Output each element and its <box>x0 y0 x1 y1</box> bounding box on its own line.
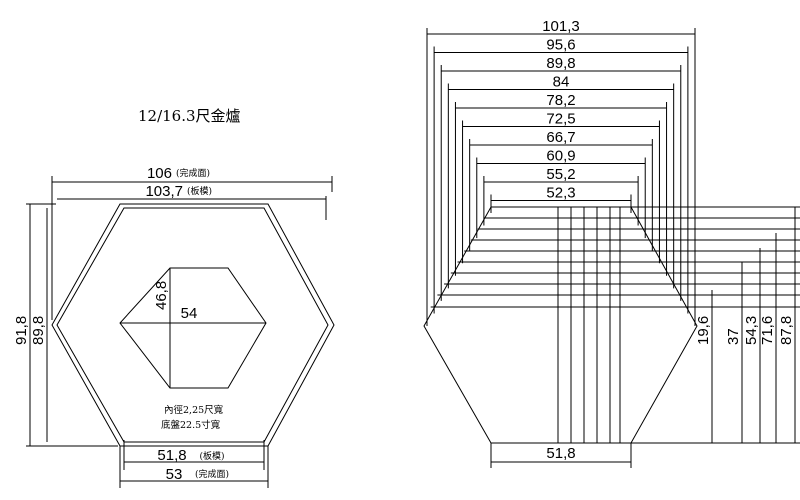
top-dim-value: 89,8 <box>546 55 575 72</box>
bottom-dim-53-note: (完成面) <box>195 468 229 480</box>
note-inner-diameter: 內徑2,25尺寬 <box>164 404 224 416</box>
side-dim-898: 89,8 <box>30 316 47 345</box>
top-dim-value: 72,5 <box>546 111 575 128</box>
top-dim-value: 52,3 <box>546 185 575 202</box>
top-dim-1037: 103,7 <box>145 183 183 200</box>
top-dim-106-note: (完成面) <box>176 167 210 179</box>
note-base-width: 底盤22.5寸寬 <box>161 419 221 431</box>
inner-height-label: 46,8 <box>153 281 170 310</box>
left-top-view: 46,8 54 內徑2,25尺寬 底盤22.5寸寬 106 (完成面) 103,… <box>13 165 335 488</box>
top-dim-value: 66,7 <box>546 129 575 146</box>
right-hexagon <box>423 206 698 444</box>
side-dim-value: 71,6 <box>759 316 776 345</box>
inner-opening-hexagon <box>119 267 267 389</box>
top-dim-1037-note: (板模) <box>187 185 212 197</box>
right-bottom-dim: 51,8 <box>546 445 575 462</box>
drawing-title: 12/16.3尺金爐 <box>138 107 241 125</box>
top-dim-value: 84 <box>553 74 570 91</box>
side-dim-value: 87,8 <box>778 316 795 345</box>
side-dim-918: 91,8 <box>13 316 30 345</box>
top-dim-value: 101,3 <box>542 18 580 35</box>
top-dim-value: 55,2 <box>546 166 575 183</box>
side-dim-value: 19,6 <box>695 316 712 345</box>
side-dim-value: 54,3 <box>743 316 760 345</box>
side-dim-value: 37 <box>725 328 742 345</box>
bottom-dim-518-note: (板模) <box>199 450 224 462</box>
top-dim-value: 95,6 <box>546 37 575 54</box>
top-dim-106: 106 <box>147 165 172 182</box>
bottom-dim-518: 51,8 <box>157 447 186 464</box>
bottom-dim-53: 53 <box>166 466 183 483</box>
top-dim-value: 78,2 <box>546 92 575 109</box>
inner-width-label: 54 <box>181 305 198 322</box>
top-dim-value: 60,9 <box>546 148 575 165</box>
